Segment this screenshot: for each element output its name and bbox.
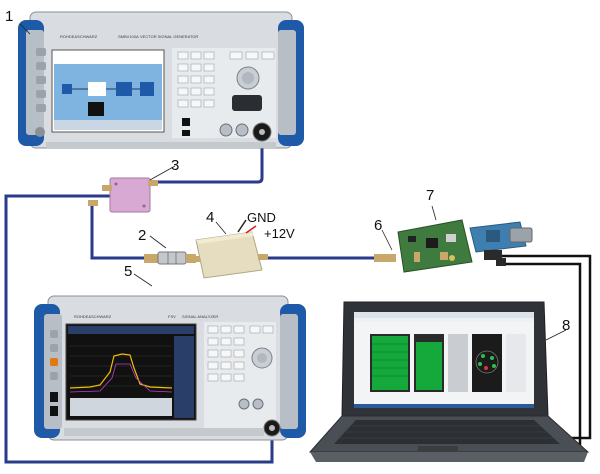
cable-generator-to-splitter <box>148 140 264 184</box>
callout-2: 2 <box>138 227 146 244</box>
generator-model: VECTOR SIGNAL GENERATOR <box>140 34 198 39</box>
analyzer-brand: ROHDE&SCHWARZ <box>74 314 112 319</box>
cable-splitter-to-attenuator <box>90 206 145 260</box>
supply-label: +12V <box>264 226 295 241</box>
attenuator <box>144 251 196 265</box>
generator-series: SMBV100A <box>118 34 139 39</box>
leader-lines <box>19 23 567 341</box>
amplifier <box>190 219 268 279</box>
callout-3: 3 <box>171 157 179 174</box>
callout-1: 1 <box>5 8 13 25</box>
cable-splitter-to-analyzer <box>4 194 274 464</box>
signal-generator: ROHDE&SCHWARZ SMBV100A VECTOR SIGNAL GEN… <box>18 11 304 149</box>
laptop <box>308 301 590 462</box>
gnd-label: GND <box>247 210 276 225</box>
spectrum-analyzer: ROHDE&SCHWARZ FSV SIGNAL ANALYZER <box>34 295 306 441</box>
callout-5: 5 <box>124 263 132 280</box>
callout-4: 4 <box>206 209 214 226</box>
callout-7: 7 <box>426 187 434 204</box>
analyzer-model: FSV <box>168 314 176 319</box>
rf-cables <box>4 140 592 464</box>
callout-6: 6 <box>374 217 382 234</box>
analyzer-title: SIGNAL ANALYZER <box>182 314 218 319</box>
receiver-module <box>374 219 533 273</box>
callout-8: 8 <box>562 317 570 334</box>
callout-labels: 1 2 3 4 5 6 7 8 GND +12V <box>5 8 570 334</box>
power-splitter <box>88 177 158 213</box>
generator-brand: ROHDE&SCHWARZ <box>60 34 98 39</box>
